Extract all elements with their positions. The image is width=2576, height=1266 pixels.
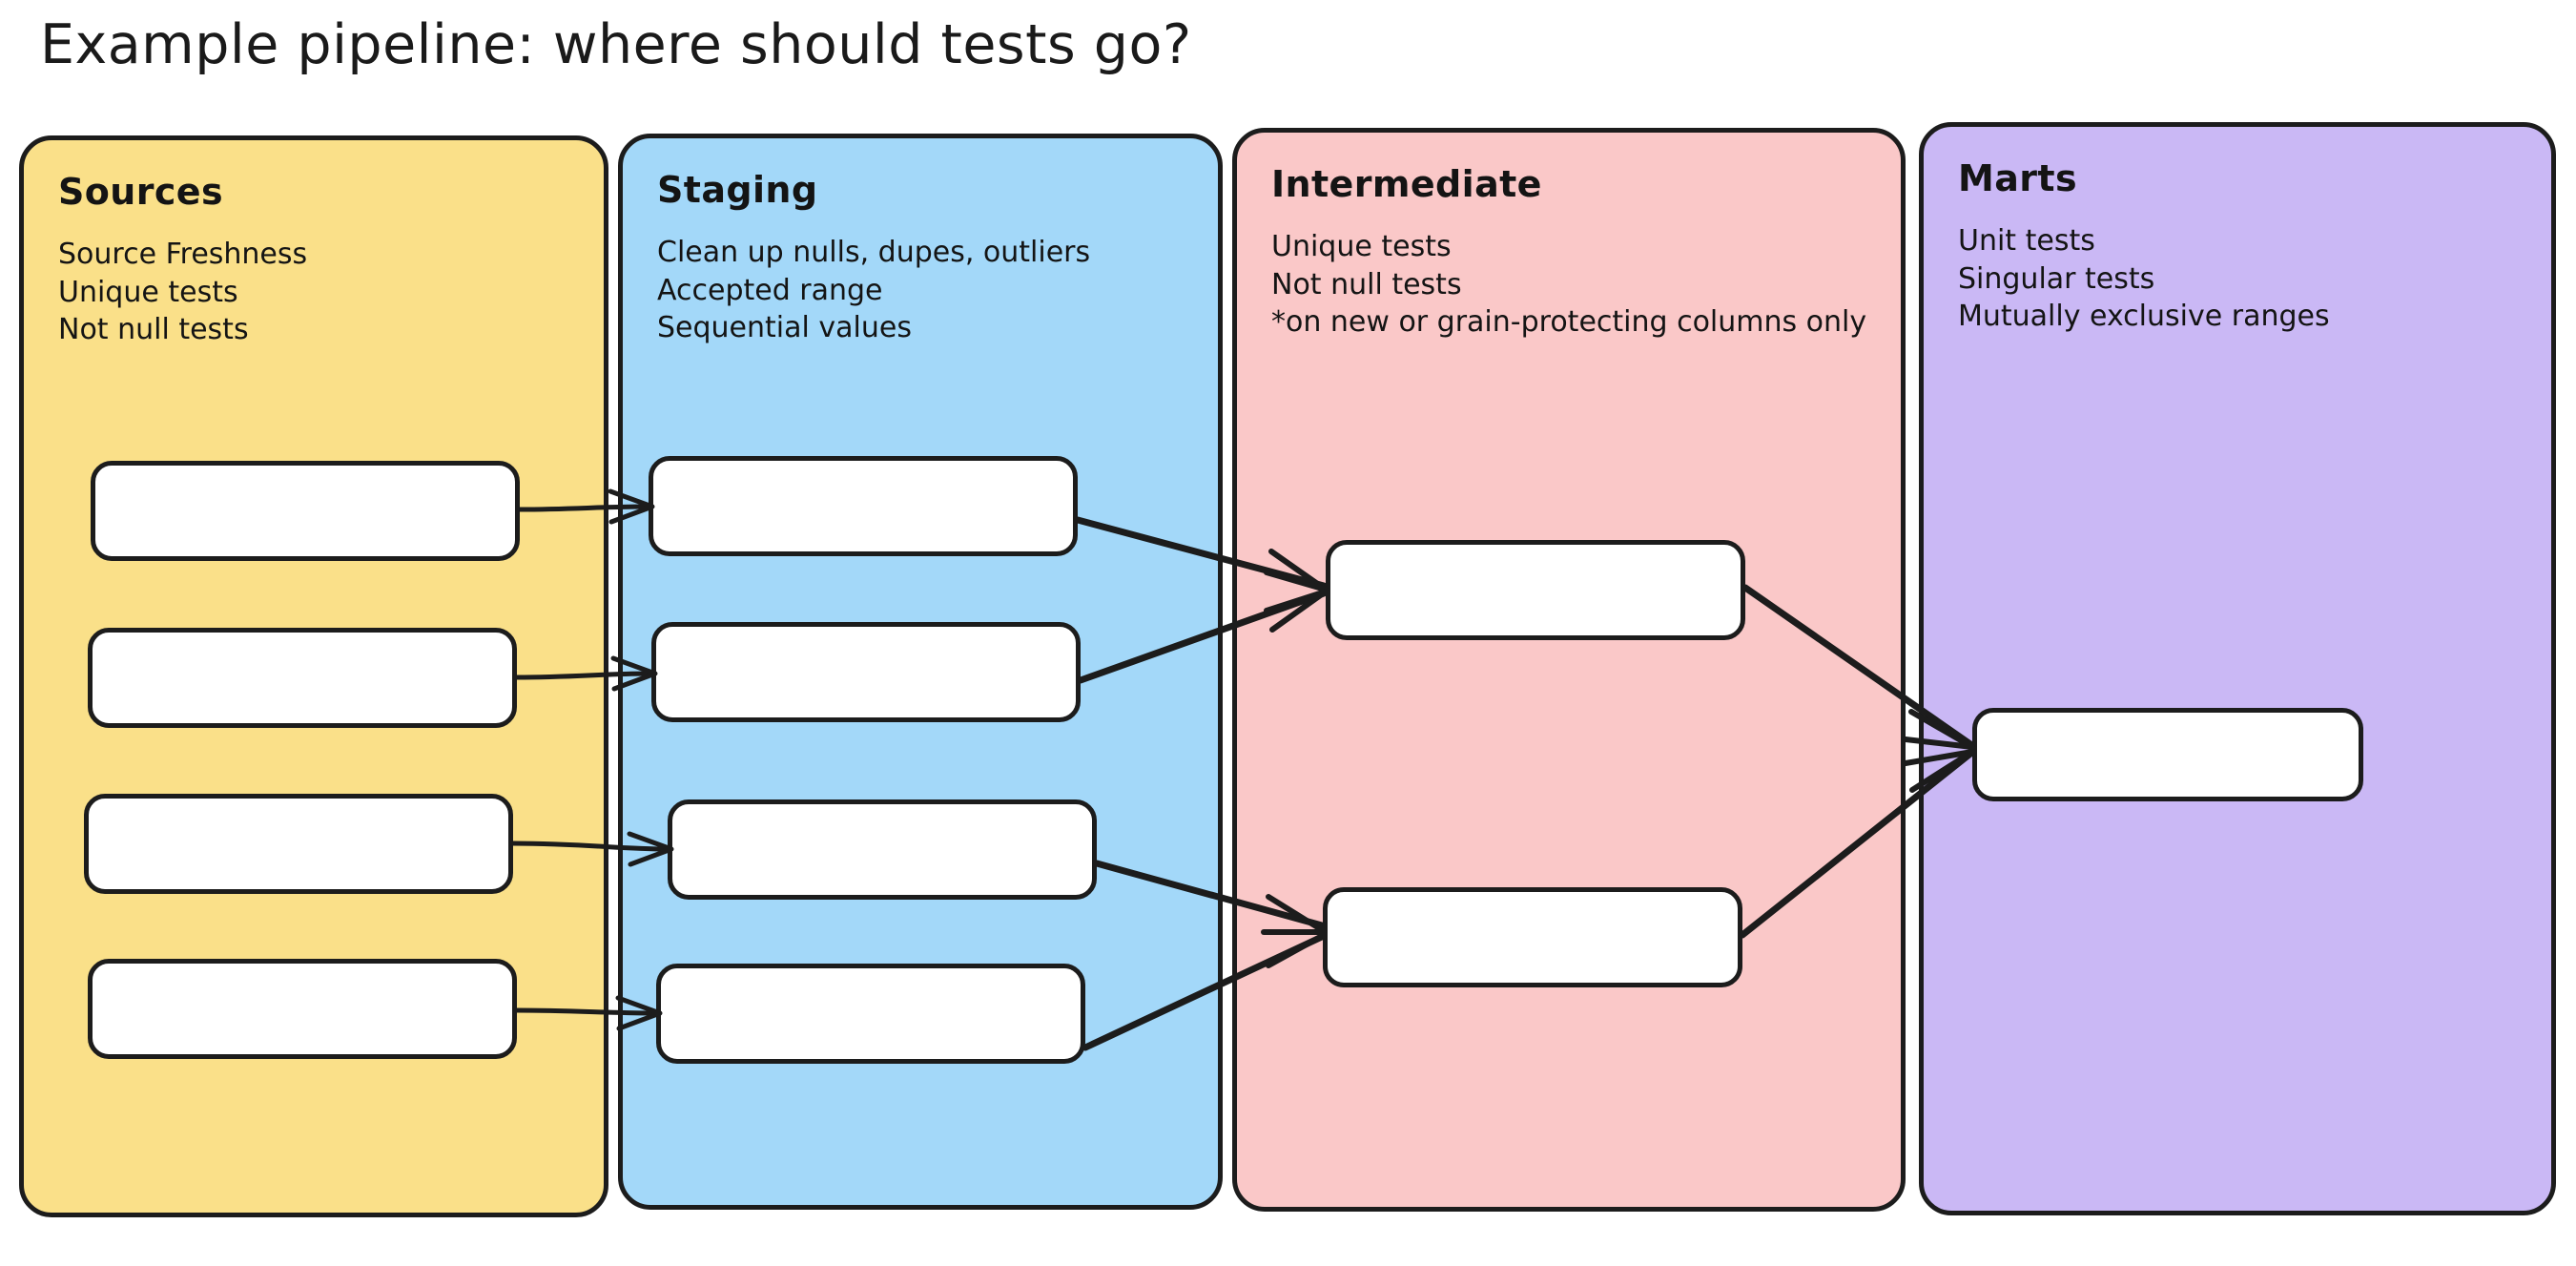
- staging-node-3[interactable]: [668, 799, 1097, 900]
- stage-heading-sources: Sources: [58, 171, 223, 213]
- stage-line: Not null tests: [58, 313, 249, 347]
- stage-lines-intermediate: Unique tests Not null tests *on new or g…: [1271, 228, 1866, 342]
- stage-line: *on new or grain-protecting columns only: [1271, 305, 1867, 340]
- sources-node-3[interactable]: [84, 794, 513, 894]
- sources-node-2[interactable]: [88, 628, 517, 728]
- stage-line: Singular tests: [1958, 261, 2155, 296]
- stage-heading-marts: Marts: [1958, 157, 2077, 199]
- sources-node-1[interactable]: [91, 461, 520, 561]
- stage-line: Source Freshness: [58, 238, 308, 271]
- stage-line: Sequential values: [657, 311, 912, 345]
- stage-line: Unique tests: [1271, 230, 1452, 263]
- stage-heading-intermediate: Intermediate: [1271, 163, 1542, 205]
- stage-line: Accepted range: [657, 273, 883, 307]
- intermediate-node-1[interactable]: [1326, 540, 1745, 640]
- stage-panel-intermediate: Intermediate Unique tests Not null tests…: [1232, 128, 1906, 1212]
- staging-node-2[interactable]: [651, 622, 1081, 722]
- stage-line: Not null tests: [1271, 267, 1462, 301]
- intermediate-node-2[interactable]: [1323, 887, 1742, 987]
- stage-lines-staging: Clean up nulls, dupes, outliers Accepted…: [657, 234, 1090, 347]
- stage-heading-staging: Staging: [657, 169, 818, 211]
- stage-line: Unique tests: [58, 275, 238, 309]
- page-title: Example pipeline: where should tests go?: [40, 13, 1192, 76]
- stage-panel-marts: Marts Unit tests Singular tests Mutually…: [1919, 122, 2556, 1215]
- stage-line: Clean up nulls, dupes, outliers: [657, 236, 1091, 269]
- stage-line: Unit tests: [1958, 224, 2095, 258]
- stage-line: Mutually exclusive ranges: [1958, 300, 2330, 334]
- stage-lines-sources: Source Freshness Unique tests Not null t…: [58, 236, 307, 349]
- stage-lines-marts: Unit tests Singular tests Mutually exclu…: [1958, 222, 2330, 336]
- staging-node-1[interactable]: [649, 456, 1078, 556]
- staging-node-4[interactable]: [656, 964, 1085, 1064]
- sources-node-4[interactable]: [88, 959, 517, 1059]
- marts-node-1[interactable]: [1972, 708, 2363, 801]
